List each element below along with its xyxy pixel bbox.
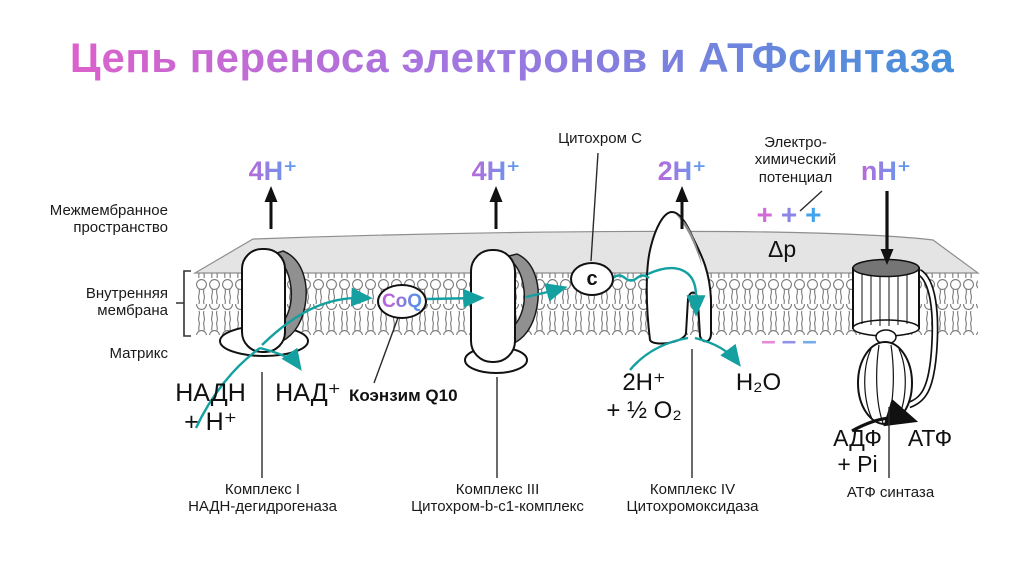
complex1-line2: НАДН-дегидрогеназа bbox=[188, 498, 337, 516]
oxygen-line1: 2H⁺ bbox=[622, 369, 666, 396]
plus-sign: + bbox=[780, 199, 798, 230]
potential-line3: потенциал bbox=[758, 168, 833, 186]
water-label: H₂O bbox=[735, 369, 782, 396]
complex1-label: Комплекс I НАДН-дегидрогеназа bbox=[160, 481, 365, 516]
complex1-line1: Комплекс I bbox=[224, 481, 301, 498]
potential-line1: Электро- bbox=[764, 134, 827, 151]
minus-sign: – bbox=[802, 325, 817, 355]
potential-line2: химический bbox=[754, 151, 837, 169]
adp-line1: АДФ bbox=[833, 425, 882, 451]
matrix-label: Матрикс bbox=[109, 345, 169, 362]
leader-lines bbox=[261, 152, 890, 478]
nadh-label: НАДН + H⁺ bbox=[158, 379, 263, 437]
plus-sign: + bbox=[756, 199, 773, 230]
cytochrome-c-label: Цитохром C bbox=[558, 130, 642, 147]
proton-label-complex1: 4H⁺ bbox=[233, 156, 313, 187]
plus-charges: +++ bbox=[735, 199, 843, 231]
minus-charges: ––– bbox=[737, 325, 841, 356]
proton-arrows bbox=[264, 186, 919, 433]
atp-synthase-label: АТФ синтаза bbox=[846, 484, 935, 501]
delta-p-label: Δp bbox=[768, 236, 797, 262]
intermembrane-space-label: Межмембранное пространство bbox=[49, 202, 168, 237]
page-title: Цепь переноса электронов и АТФсинтаза bbox=[0, 34, 1024, 82]
coq-badge-text: CoQ bbox=[381, 290, 423, 312]
adp-line2: + Pi bbox=[837, 451, 878, 478]
nadh-line2: + H⁺ bbox=[184, 407, 237, 436]
coq-badge: CoQ bbox=[377, 284, 427, 319]
plus-sign: + bbox=[805, 199, 822, 230]
complex4-label: Комплекс IV Цитохромоксидаза bbox=[590, 481, 795, 516]
proton-label-atp-synthase: nH⁺ bbox=[846, 156, 926, 187]
proton-label-complex4: 2H⁺ bbox=[642, 156, 722, 187]
complex3-shape bbox=[464, 249, 539, 374]
atp-label: АТФ bbox=[907, 425, 953, 451]
electron-path-arrows bbox=[194, 266, 741, 429]
atp-synthase-shape bbox=[852, 258, 939, 425]
electrochemical-potential-label: Электро- химический потенциал bbox=[733, 134, 858, 186]
oxygen-label: 2H⁺ + ½ O₂ bbox=[585, 369, 703, 424]
inner-membrane-bracket bbox=[176, 270, 191, 337]
intermembrane-slab bbox=[192, 230, 980, 274]
coenzyme-q10-label: Коэнзим Q10 bbox=[349, 386, 458, 405]
nad-label: НАД⁺ bbox=[275, 379, 341, 407]
complex1-shape bbox=[219, 248, 309, 357]
complex3-line1: Комплекс III bbox=[455, 481, 540, 498]
cytochrome-c-badge: c bbox=[570, 262, 614, 296]
proton-label-complex3: 4H⁺ bbox=[456, 156, 536, 187]
nadh-line1: НАДН bbox=[175, 379, 246, 407]
complex4-line1: Комплекс IV bbox=[649, 481, 736, 498]
adp-label: АДФ + Pi bbox=[815, 425, 900, 478]
complex4-line2: Цитохромоксидаза bbox=[626, 498, 759, 516]
inner-membrane-label: Внутренняя мембрана bbox=[85, 285, 168, 320]
oxygen-line2: + ½ O₂ bbox=[606, 396, 682, 424]
minus-sign: – bbox=[761, 325, 776, 355]
complex3-line2: Цитохром-b-c1-комплекс bbox=[411, 498, 584, 516]
minus-sign: – bbox=[781, 325, 797, 355]
complex3-label: Комплекс III Цитохром-b-c1-комплекс bbox=[395, 481, 600, 516]
c-badge-text: c bbox=[586, 267, 598, 290]
